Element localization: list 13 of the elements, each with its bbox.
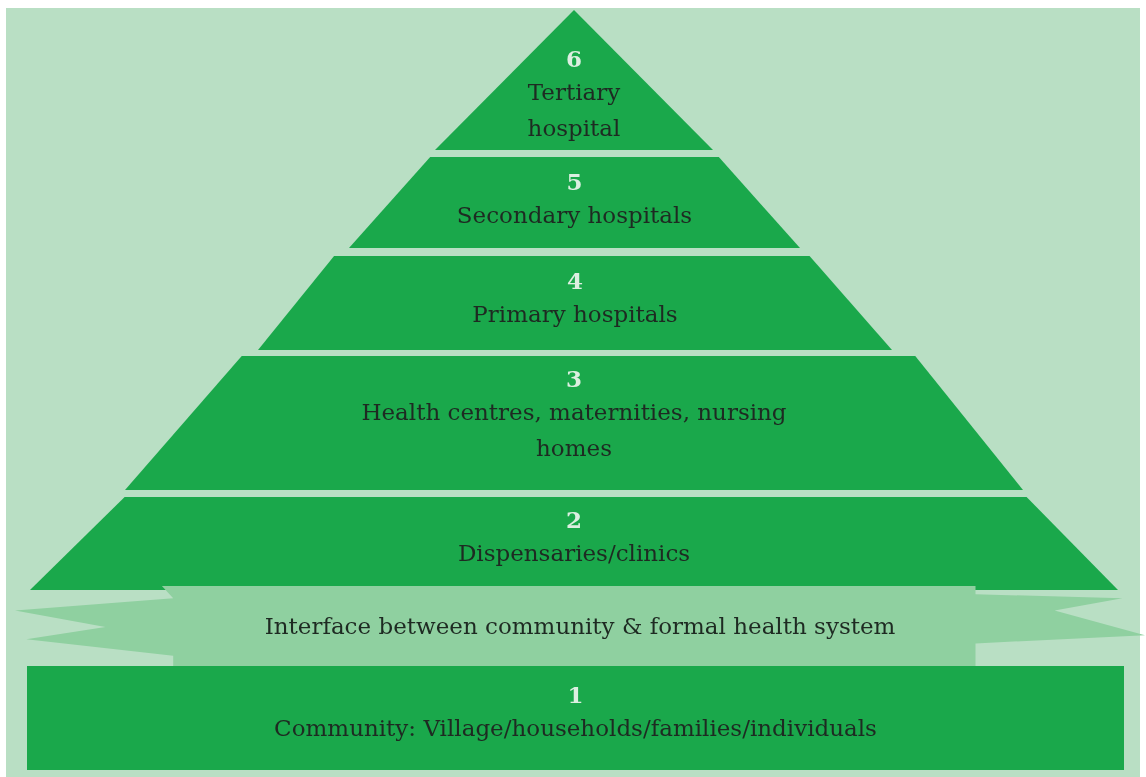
level-number: 2 (566, 505, 582, 535)
level-number: 5 (566, 167, 583, 197)
level-label: Interface between community & formal health system (264, 612, 896, 641)
level-label: Tertiary hospital (526, 78, 622, 143)
level-number: 4 (567, 266, 583, 296)
level-label: Primary hospitals (472, 300, 678, 329)
level-label: Community: Village/households/families/individuals (274, 714, 877, 743)
level-label: Health centres, maternities, nursing homes (360, 398, 788, 463)
level-number: 3 (566, 364, 582, 394)
level-label: Secondary hospitals (456, 201, 693, 230)
level-number: 1 (567, 680, 584, 710)
level-number: 6 (566, 44, 582, 74)
level-label: Dispensaries/clinics (457, 539, 691, 568)
